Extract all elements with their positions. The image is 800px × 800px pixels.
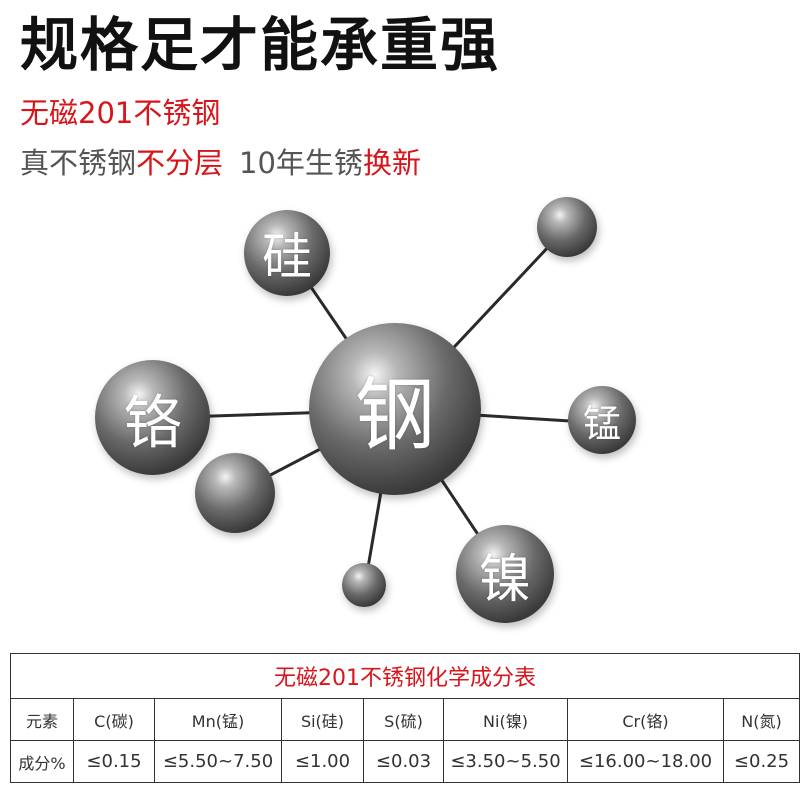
table-header-row: 元素 C(碳) Mn(锰) Si(硅) S(硫) Ni(镍) Cr(铬) N(氮… [10, 698, 800, 741]
header-cell: S(硫) [363, 698, 444, 741]
header-cell: 元素 [10, 698, 74, 741]
atom-nickel: 镍 [456, 525, 554, 623]
atom-top-right [537, 197, 597, 257]
atom-center: 钢 [309, 323, 481, 495]
header-cell: C(碳) [73, 698, 155, 741]
page-headline: 规格足才能承重强 [20, 11, 501, 79]
atom-nickel-label: 镍 [478, 549, 531, 610]
header-cell: Si(硅) [281, 698, 364, 741]
tagline-part-4: 换新 [362, 146, 421, 180]
tagline: 真不锈钢不分层 10年生锈换新 [20, 145, 421, 181]
molecule-illustration: 硅 铬 钢 锰 镍 [0, 190, 800, 630]
value-cell: ≤0.03 [363, 740, 444, 783]
header-cell: Mn(锰) [154, 698, 282, 741]
value-cell: ≤1.00 [281, 740, 364, 783]
header-cell: Cr(铬) [567, 698, 724, 741]
atom-silicon-label: 硅 [262, 228, 312, 286]
table-value-row: 成分% ≤0.15 ≤5.50~7.50 ≤1.00 ≤0.03 ≤3.50~5… [10, 740, 800, 783]
atom-manganese-label: 锰 [582, 401, 621, 446]
value-cell: ≤0.15 [73, 740, 155, 783]
atom-chromium-label: 铬 [123, 388, 182, 457]
product-name: 无磁201不锈钢 [20, 96, 221, 130]
value-cell: ≤16.00~18.00 [567, 740, 724, 783]
tagline-part-1: 真不锈钢 [20, 146, 137, 180]
table-title: 无磁201不锈钢化学成分表 [10, 653, 800, 699]
atom-chromium: 铬 [95, 360, 210, 475]
atom-manganese: 锰 [568, 386, 636, 454]
tagline-part-3: 10年生锈 [239, 146, 363, 180]
tagline-part-2: 不分层 [136, 146, 224, 180]
value-cell: ≤5.50~7.50 [154, 740, 282, 783]
value-cell: 成分% [10, 740, 74, 783]
atom-bottom-small [342, 563, 386, 607]
value-cell: ≤0.25 [723, 740, 800, 783]
header-cell: N(氮) [723, 698, 800, 741]
composition-table: 无磁201不锈钢化学成分表 元素 C(碳) Mn(锰) Si(硅) S(硫) N… [10, 653, 800, 783]
atom-left-small [195, 453, 275, 533]
value-cell: ≤3.50~5.50 [443, 740, 568, 783]
atom-silicon: 硅 [244, 210, 330, 296]
header-cell: Ni(镍) [443, 698, 568, 741]
atom-center-label: 钢 [355, 369, 435, 462]
